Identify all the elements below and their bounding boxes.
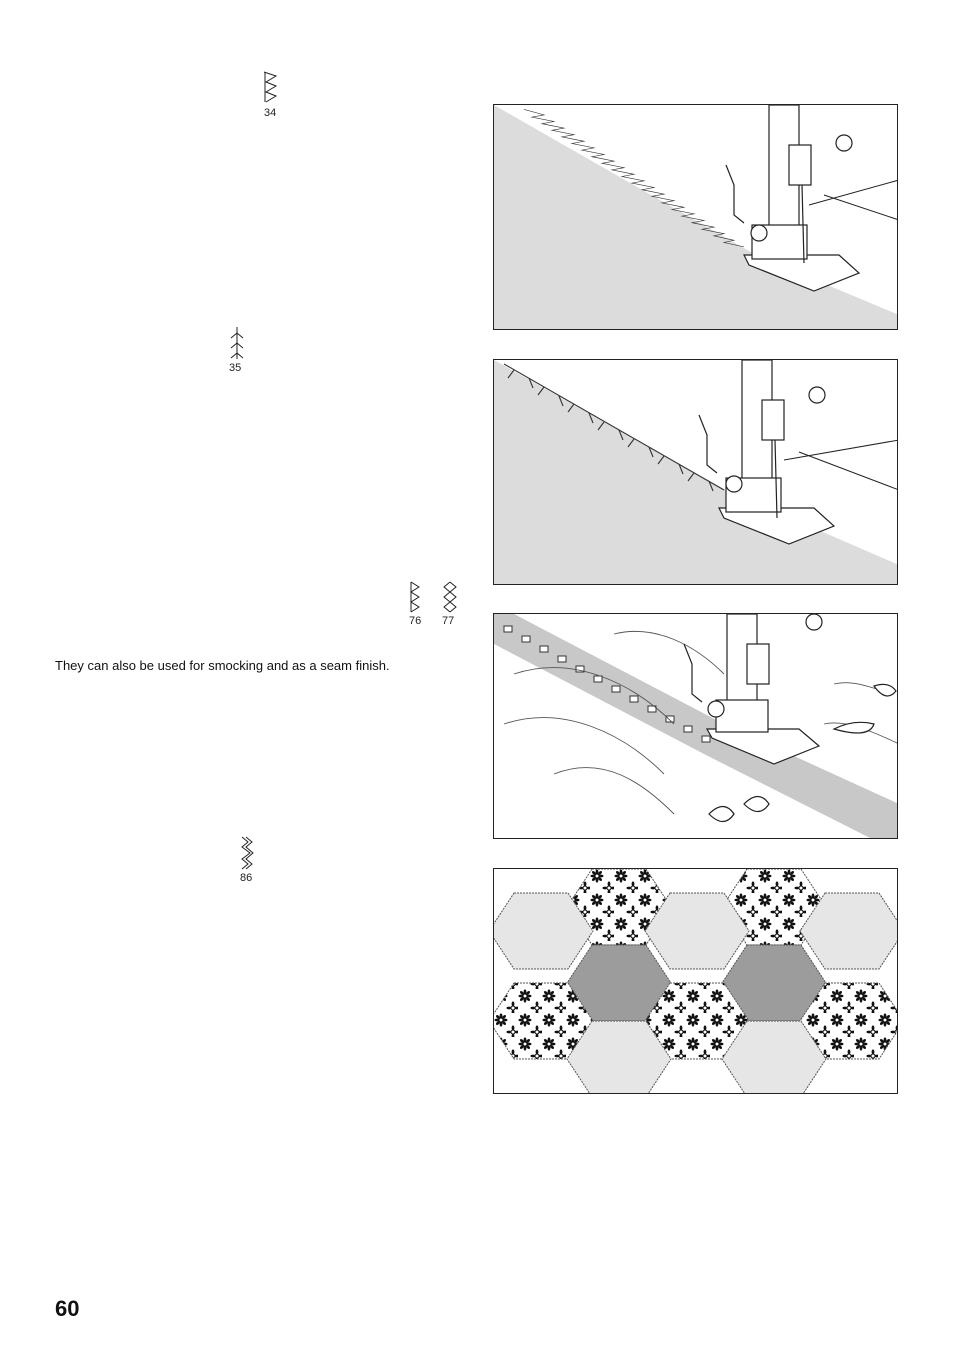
- stitch-77-symbol: [442, 580, 458, 614]
- page-number: 60: [55, 1296, 80, 1321]
- presser-foot-icon-2: [698, 360, 836, 545]
- diamond-stitch-icon: [410, 581, 420, 613]
- presser-foot-icon-3: [683, 614, 897, 823]
- stitch-76-symbol: [409, 580, 425, 614]
- stitch-35-symbol: [228, 326, 248, 360]
- illustration-patchwork-stitch: [493, 868, 898, 1094]
- stitch-number-77: 77: [442, 615, 455, 627]
- patchwork-stitch-icon: [241, 836, 254, 870]
- overcast-stitch-icon: [263, 71, 278, 103]
- stitch-number-86: 86: [240, 872, 253, 884]
- double-diamond-stitch-icon: [443, 581, 457, 613]
- stitch-86-symbol: [238, 836, 256, 870]
- stitch-number-35: 35: [229, 362, 242, 374]
- feather-stitch-icon: [230, 327, 244, 359]
- body-text: They can also be used for smocking and a…: [55, 658, 390, 673]
- stitch-number-76: 76: [409, 615, 422, 627]
- illustration-overcast-stitch: [493, 104, 898, 330]
- illustration-smocking-stitch: [493, 613, 898, 839]
- stitch-number-34: 34: [264, 107, 277, 119]
- illustration-feather-stitch: [493, 359, 898, 585]
- presser-foot-icon: [725, 105, 861, 292]
- stitch-34-symbol: [260, 70, 280, 104]
